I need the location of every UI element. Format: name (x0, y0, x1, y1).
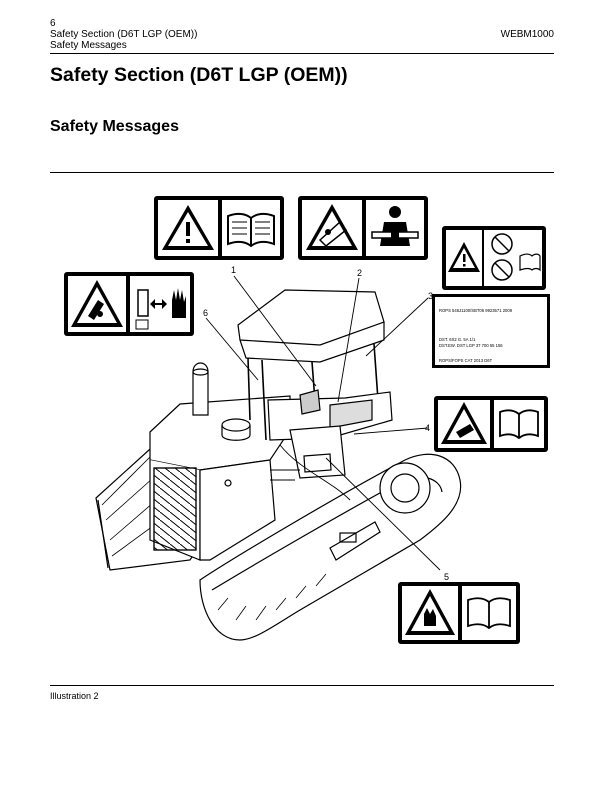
leader-lines (205, 275, 441, 571)
crush-hazard-icon (71, 280, 123, 327)
callout-4: 4 (425, 423, 430, 433)
caption-rule (50, 685, 554, 686)
section-title: Safety Section (D6T LGP (OEM)) (50, 64, 348, 86)
decal-6-pinch-point (64, 272, 194, 336)
decal-1-warning-manual (154, 196, 284, 260)
decal-2-rollover-seatbelt (298, 196, 428, 260)
decal-4-warning-manual (434, 396, 548, 452)
keep-clear-hand-icon (135, 288, 186, 330)
hazard-warning-icon (441, 402, 487, 444)
decal-3-warnings: ROPS 546J1100/SBT06 9923571 2009 DST. 6X… (432, 226, 550, 368)
rops-cert-footer: ROPS/FOPS CAT 2013 D6T (439, 358, 493, 363)
callout-5: 5 (444, 572, 449, 582)
warning-triangle-icon (162, 205, 214, 250)
document-id: WEBM1000 (500, 29, 554, 40)
hand-hazard-icon (405, 589, 455, 635)
rollover-hazard-icon (306, 204, 358, 250)
tractor-drawing (95, 289, 462, 641)
running-header-section: Safety Section (D6T LGP (OEM)) (50, 29, 198, 40)
decal-5-hand-hazard-manual (398, 582, 520, 644)
rops-cert-line-2: DST. 6X2 G. 5A 1/1 (439, 337, 476, 342)
callout-3: 3 (428, 291, 433, 301)
operator-manual-icon (227, 212, 275, 248)
no-step-icon (491, 233, 513, 281)
operator-manual-icon (467, 597, 511, 630)
callout-1: 1 (231, 265, 236, 275)
header-rule (50, 53, 554, 54)
illustration-caption: Illustration 2 (50, 691, 99, 701)
section-rule (50, 172, 554, 173)
operator-manual-icon (519, 253, 541, 272)
operator-manual-icon (499, 409, 539, 440)
callout-6: 6 (203, 308, 208, 318)
page-number: 6 (50, 18, 56, 29)
section-subtitle: Safety Messages (50, 118, 179, 135)
running-header-subsection: Safety Messages (50, 40, 127, 51)
rops-cert-line-3: DST.EW. DST LGP 37 700 55 156 (439, 343, 503, 348)
warning-triangle-icon (448, 242, 480, 272)
rops-cert-line-1: ROPS 546J1100/SBT06 9923571 2009 (439, 308, 513, 313)
callout-2: 2 (357, 268, 362, 278)
seatbelt-icon (371, 206, 419, 246)
